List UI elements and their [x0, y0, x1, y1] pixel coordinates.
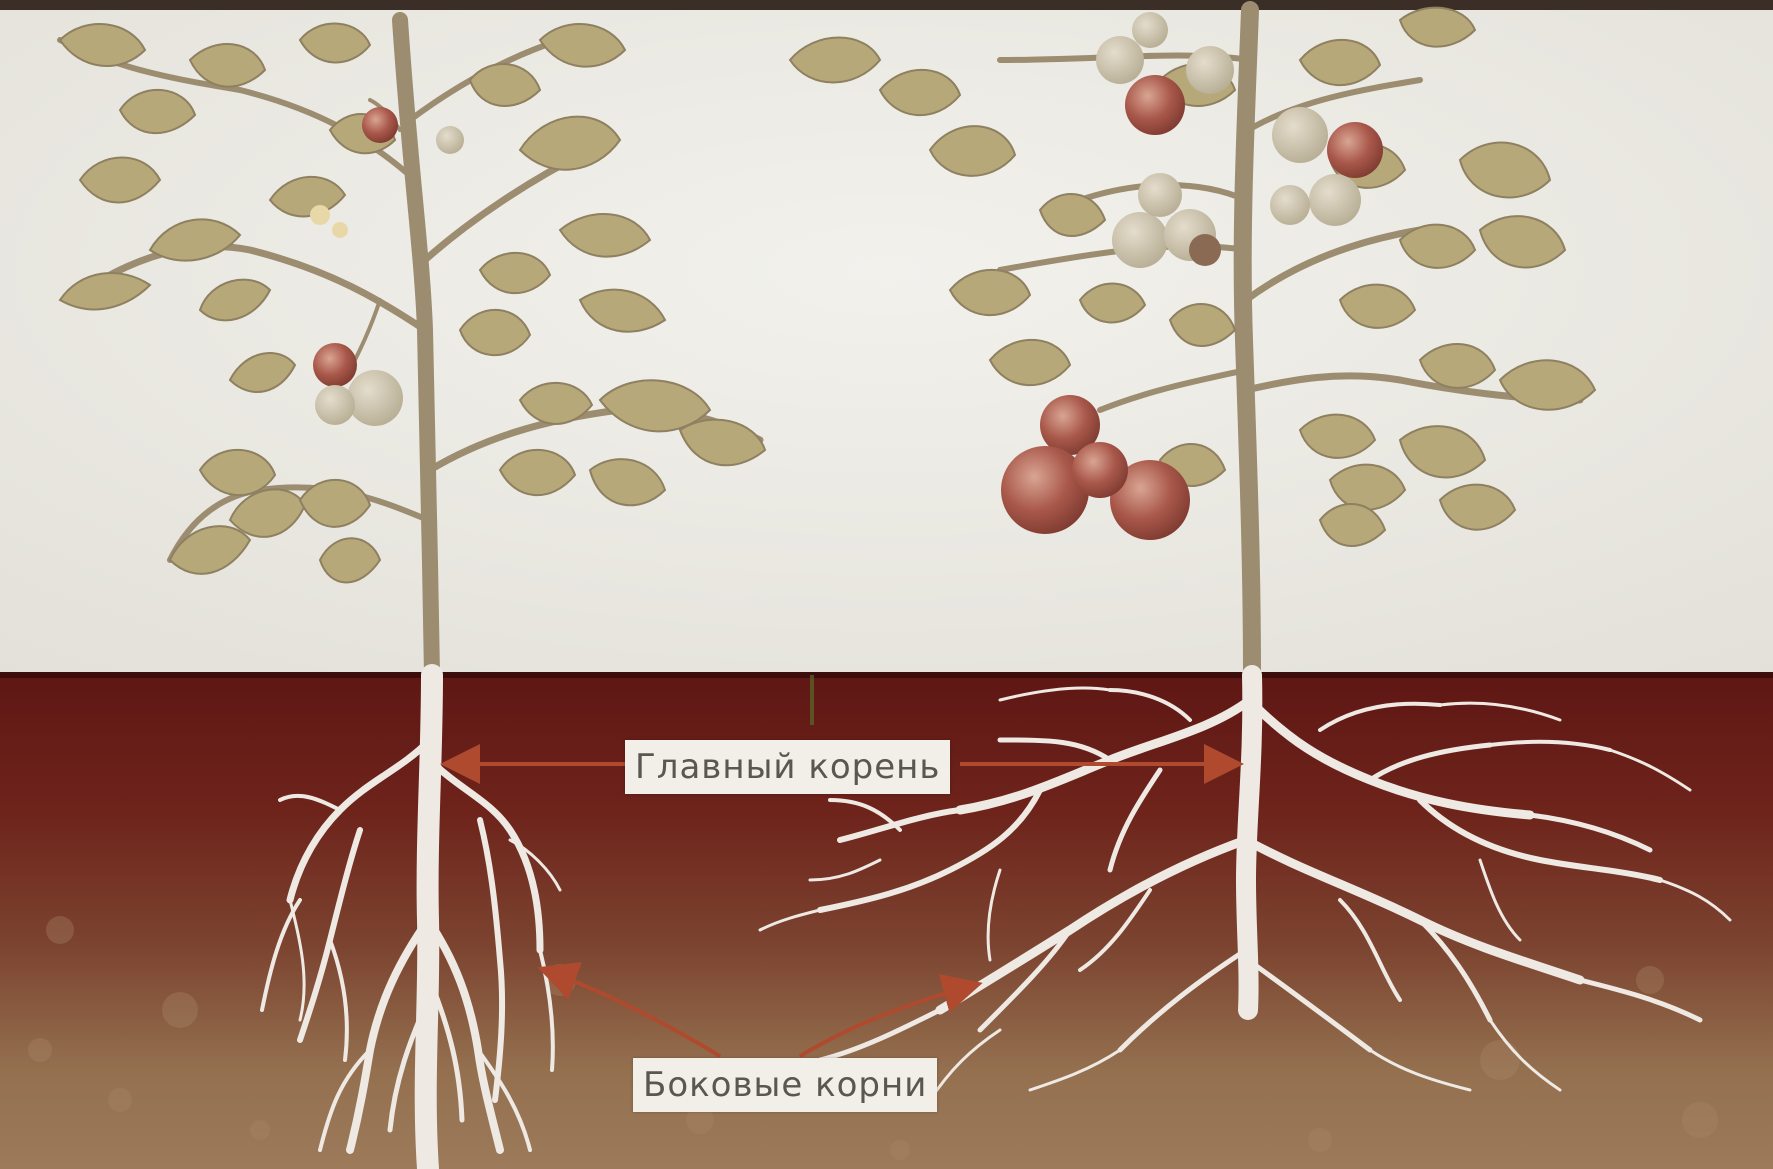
main-root-label: Главный корень	[625, 740, 950, 794]
lateral-roots-label: Боковые корни	[633, 1058, 937, 1112]
top-dark-band	[0, 0, 1773, 10]
